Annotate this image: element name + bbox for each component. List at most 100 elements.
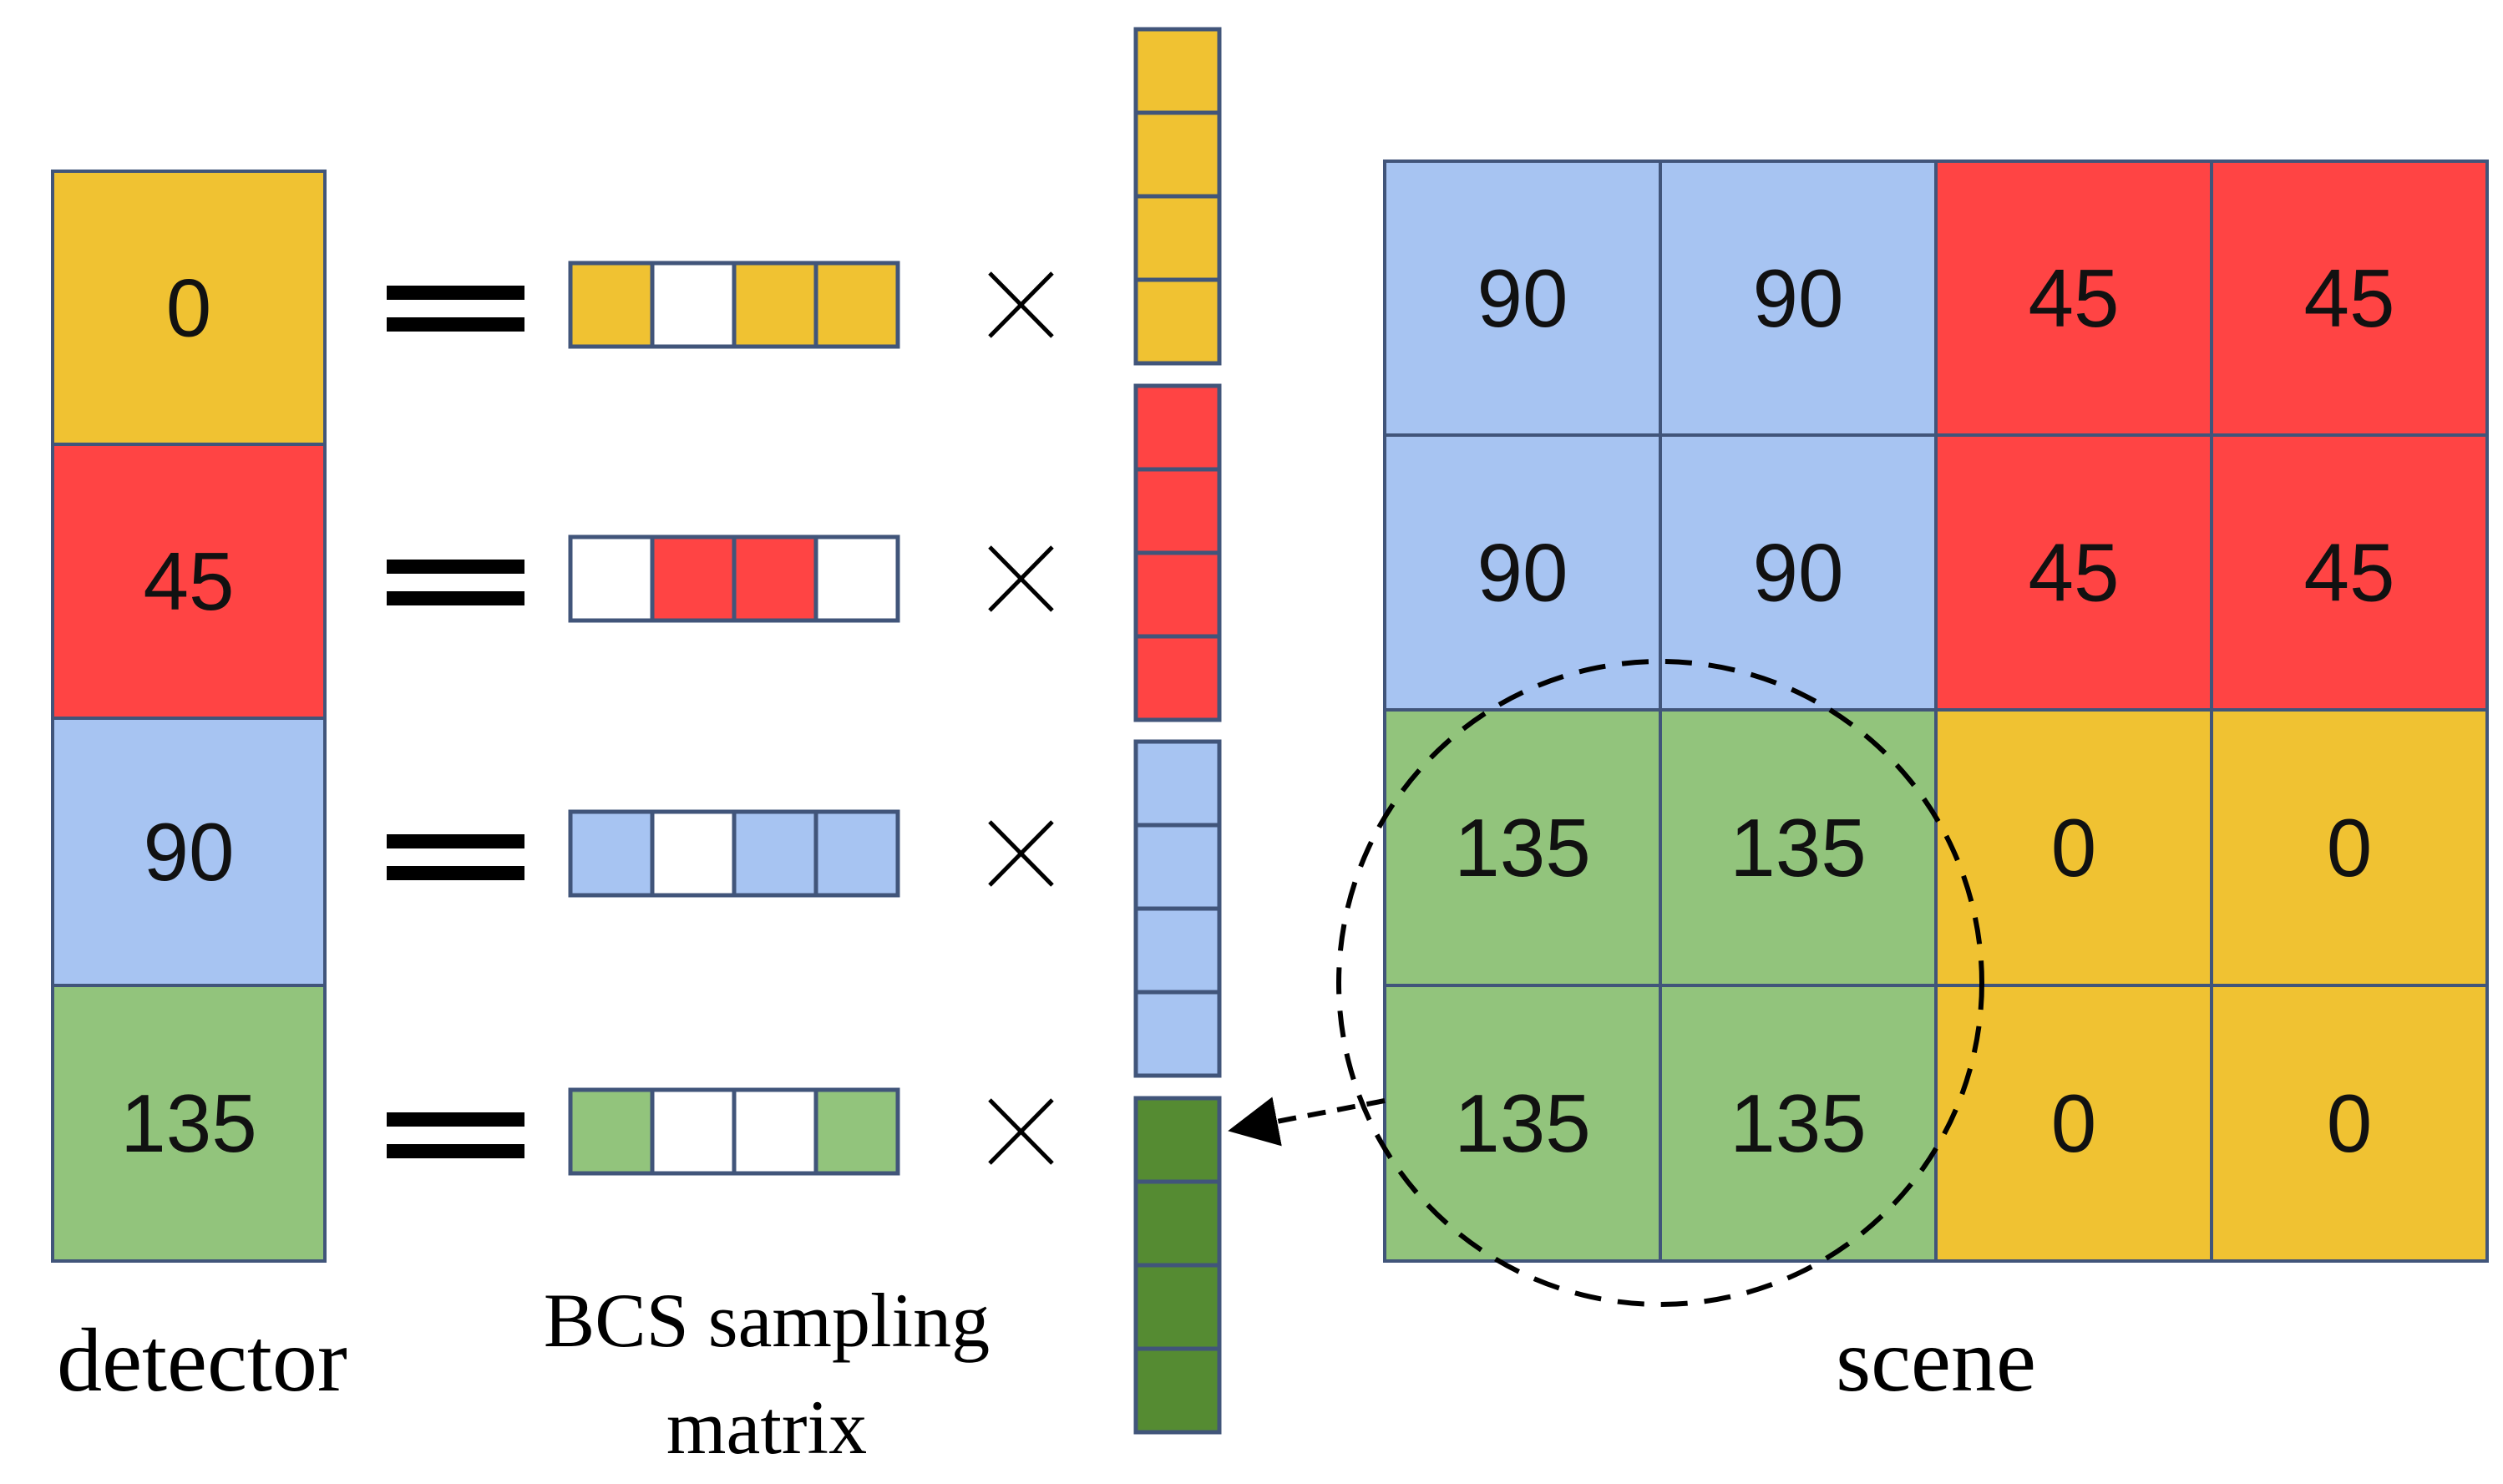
vector-cell — [1133, 467, 1222, 555]
sampling-matrix — [387, 261, 1054, 1176]
scene-cell-box — [2210, 433, 2489, 712]
detector-cell: 45 — [51, 443, 327, 720]
detector-column: 0 45 90 135 — [51, 170, 327, 1263]
scene-cell-box — [2210, 708, 2489, 987]
sampling-cell — [568, 261, 655, 349]
vector-cell — [1133, 27, 1222, 115]
vector-cell — [1133, 906, 1222, 995]
vector-cell — [1133, 550, 1222, 639]
scene-cell: 45 — [2210, 433, 2489, 712]
vector-cell — [1133, 1096, 1222, 1184]
vector-cell — [1133, 277, 1222, 366]
scene-cell-box — [2210, 160, 2489, 437]
scene-value: 0 — [2327, 802, 2373, 894]
times-sign — [988, 1098, 1054, 1165]
scene-value: 45 — [2028, 527, 2119, 619]
detector-cell-box — [51, 717, 327, 987]
sampling-cell — [568, 1087, 655, 1176]
detector-caption: detector — [57, 1311, 347, 1411]
sampling-cell — [732, 534, 818, 623]
scene-cell: 0 — [2210, 984, 2489, 1263]
detector-cell: 90 — [51, 717, 327, 987]
scene-cell: 0 — [1934, 984, 2213, 1263]
sampling-caption-line1: BCS sampling — [544, 1278, 990, 1363]
detector-cell-box — [51, 984, 327, 1263]
times-sign — [988, 271, 1054, 338]
sampling-cell — [568, 809, 655, 898]
scene-value: 45 — [2303, 252, 2394, 344]
scene-cell: 45 — [1934, 160, 2213, 437]
scene-cell: 90 — [1383, 160, 1662, 437]
scene-value: 0 — [2051, 1077, 2097, 1169]
times-sign — [988, 820, 1054, 887]
scene-value: 90 — [1752, 527, 1843, 619]
scene-value: 45 — [2028, 252, 2119, 344]
sampling-caption-line2: matrix — [666, 1385, 867, 1470]
sampling-row — [568, 534, 900, 623]
vector-cell — [1133, 739, 1222, 828]
equals-sign — [387, 834, 524, 880]
scene-cell: 45 — [2210, 160, 2489, 437]
sampling-cell — [568, 534, 655, 623]
scene-cell: 135 — [1659, 984, 1938, 1263]
vector-cell — [1133, 1179, 1222, 1268]
mapping-arrow — [1228, 1097, 1386, 1147]
scene-cell: 135 — [1659, 708, 1938, 987]
scene-cell: 135 — [1383, 984, 1662, 1263]
sampling-row — [568, 1087, 900, 1176]
vector-cell — [1133, 823, 1222, 911]
sampling-cell — [650, 261, 737, 349]
scene-cell-box — [1659, 708, 1938, 987]
detector-value: 0 — [166, 262, 212, 354]
vector-cell — [1133, 634, 1222, 722]
scene-value: 90 — [1477, 252, 1568, 344]
highlight-circle — [1336, 659, 1984, 1307]
vector-cell — [1133, 1346, 1222, 1435]
scene-cell: 0 — [2210, 708, 2489, 987]
equals-sign — [387, 286, 524, 332]
detector-cell-box — [51, 443, 327, 720]
sampling-cell — [732, 809, 818, 898]
scene-value: 135 — [1454, 802, 1591, 894]
sampling-cell — [650, 1087, 737, 1176]
scene-cell: 135 — [1383, 708, 1662, 987]
scene-cell-box — [1934, 708, 2213, 987]
scene-value: 0 — [2327, 1077, 2373, 1169]
signal-vector — [1133, 383, 1222, 722]
scene-cell: 90 — [1659, 160, 1938, 437]
times-sign — [988, 545, 1054, 612]
detector-cell: 135 — [51, 984, 327, 1263]
scene-caption: scene — [1836, 1311, 2036, 1411]
scene-cell: 45 — [1934, 433, 2213, 712]
sampling-cell — [650, 534, 737, 623]
equals-sign — [387, 1112, 524, 1158]
scene-value: 135 — [1730, 802, 1867, 894]
scene-value: 90 — [1477, 527, 1568, 619]
sampling-cell — [813, 809, 900, 898]
scene-cell-box — [2210, 984, 2489, 1263]
vector-cell — [1133, 990, 1222, 1078]
sampling-cell — [732, 261, 818, 349]
scene-cell: 90 — [1383, 433, 1662, 712]
scene-value: 0 — [2051, 802, 2097, 894]
vector-cell — [1133, 194, 1222, 282]
vector-cell — [1133, 1263, 1222, 1351]
detector-value: 135 — [120, 1077, 257, 1169]
sampling-cell — [813, 534, 900, 623]
signal-vector — [1133, 27, 1222, 366]
vector-cell — [1133, 110, 1222, 199]
signal-vector — [1133, 1096, 1222, 1435]
scene-cell-box — [1383, 984, 1662, 1263]
scene-value: 45 — [2303, 527, 2394, 619]
detector-cell: 0 — [51, 170, 327, 446]
scene-cell-box — [1659, 984, 1938, 1263]
scene-cell-box — [1934, 433, 2213, 712]
sampling-cell — [813, 261, 900, 349]
signal-vector — [1133, 739, 1222, 1078]
sampling-cell — [813, 1087, 900, 1176]
detector-value: 45 — [143, 535, 234, 627]
sampling-cell — [732, 1087, 818, 1176]
equals-sign — [387, 560, 524, 605]
